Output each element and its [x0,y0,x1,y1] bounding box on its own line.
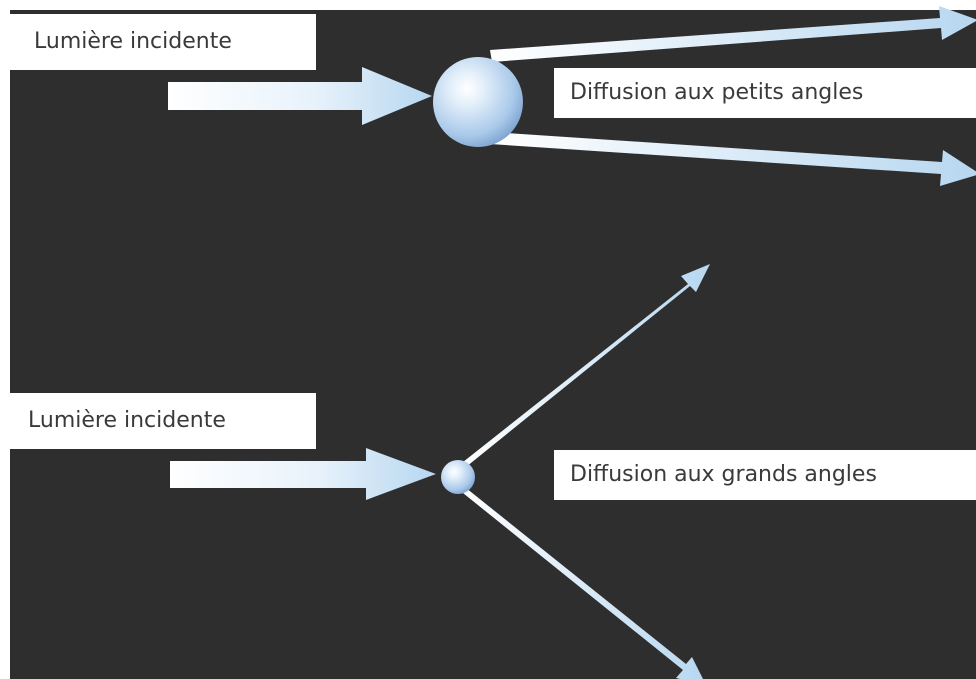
top-scene [168,6,976,186]
incident-arrow-bottom [170,448,436,500]
small-particle [441,460,475,494]
large-angle-scattering-label: Diffusion aux grands angles [554,450,976,500]
incident-arrow-top [168,67,432,125]
scatter-arrow-up-top [490,6,976,62]
small-angle-scattering-label: Diffusion aux petits angles [554,68,976,118]
large-particle [433,57,523,147]
scatter-arrow-up-bottom [458,264,710,471]
scatter-arrow-down-bottom [458,484,703,679]
bottom-scene [170,264,710,679]
incident-light-label-top: Lumière incidente [10,14,316,70]
incident-light-label-bottom: Lumière incidente [10,393,316,449]
scatter-arrow-down-top [490,132,976,186]
